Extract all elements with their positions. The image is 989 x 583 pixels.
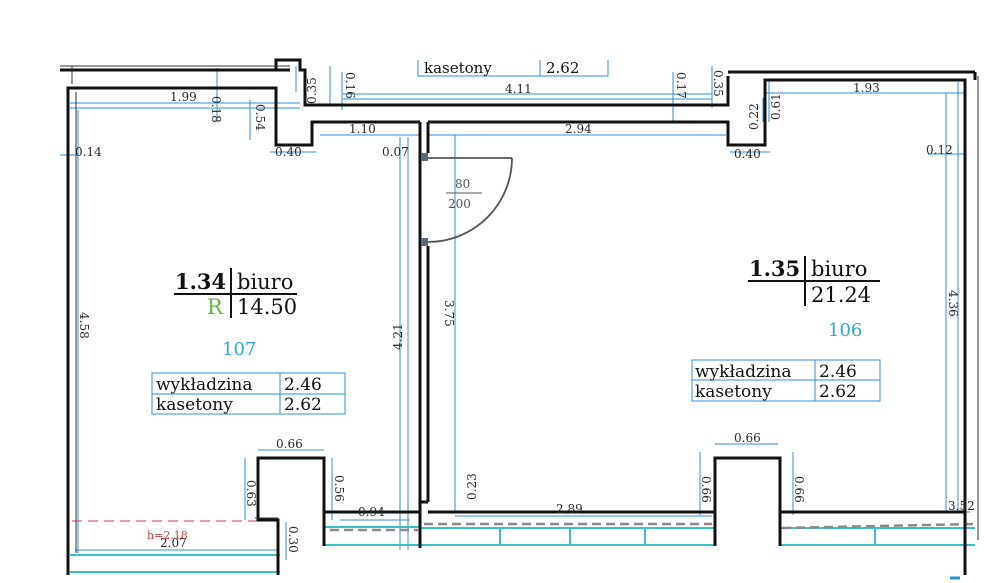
room-area: 14.50 [237, 295, 297, 319]
dim-0-35-a: 0.35 [305, 77, 319, 104]
room-area: 21.24 [811, 283, 871, 307]
dim-0-40-b: 0.40 [734, 147, 761, 161]
door [421, 153, 513, 246]
finish-height: 2.46 [819, 362, 857, 382]
dim-0-54: 0.54 [253, 104, 267, 131]
top-fragment-height: 2.62 [546, 59, 579, 77]
room-number: 1.34 [175, 269, 226, 294]
dim-4-11: 4.11 [505, 82, 532, 96]
sill-lines [330, 522, 976, 532]
finish-height: 2.62 [284, 395, 322, 415]
dim-3-75: 3.75 [442, 300, 456, 327]
finish-height: 2.46 [284, 375, 322, 395]
dim-4-21: 4.21 [391, 323, 405, 350]
dim-0-66-b: 0.66 [734, 431, 761, 445]
top-fragment-material: kasetony [424, 59, 492, 77]
dim-0-22: 0.22 [747, 103, 761, 130]
door-height: 200 [448, 197, 471, 211]
finish-material: wykładzina [156, 375, 252, 395]
dim-0-18: 0.18 [209, 96, 223, 123]
room-name: biuro [811, 257, 867, 281]
room-code: 106 [828, 320, 862, 341]
dim-2-89: 2.89 [556, 502, 583, 516]
finish-height: 2.62 [819, 382, 857, 402]
dim-0-35-b: 0.35 [711, 70, 725, 97]
dim-1-93: 1.93 [853, 81, 880, 95]
finish-material: kasetony [156, 395, 233, 415]
dim-0-12: 0.12 [926, 143, 953, 157]
walls [60, 58, 977, 575]
dim-0-07: 0.07 [382, 145, 409, 159]
dim-0-30: 0.30 [286, 526, 300, 553]
room-marker-r: R [207, 295, 224, 319]
dim-0-66-a: 0.66 [276, 437, 303, 451]
room-label-1-35: 1.35 biuro 21.24 106 wykładzina 2.46 kas… [695, 256, 880, 402]
room-name: biuro [237, 270, 293, 294]
windows [70, 526, 975, 580]
dim-1-10: 1.10 [349, 122, 376, 136]
dim-2-94: 2.94 [565, 122, 592, 136]
finish-material: kasetony [695, 382, 772, 402]
dimension-labels: 1.99 0.18 0.54 0.35 0.16 4.11 0.17 0.35 … [75, 70, 975, 553]
dim-4-36: 4.36 [946, 290, 960, 317]
dim-0-61: 0.61 [769, 93, 783, 120]
door-width: 80 [455, 177, 470, 191]
dim-0-40-a: 0.40 [275, 145, 302, 159]
inner-wall-lines [60, 65, 979, 553]
dim-1-99: 1.99 [170, 90, 197, 104]
finish-material: wykładzina [695, 362, 791, 382]
room-label-1-34: 1.34 biuro R 14.50 107 wykładzina 2.46 k… [156, 268, 322, 415]
dim-0-23: 0.23 [465, 473, 479, 500]
dim-0-94: 0.94 [358, 505, 385, 519]
room-number: 1.35 [749, 256, 800, 281]
dim-3-52: 3.52 [948, 499, 975, 513]
room-code: 107 [222, 339, 256, 360]
dim-0-16: 0.16 [343, 72, 357, 99]
ceiling-height-note: h=2.18 [147, 529, 188, 542]
dim-0-56: 0.56 [332, 475, 346, 502]
dim-0-14: 0.14 [75, 145, 102, 159]
dim-0-63: 0.63 [244, 480, 258, 507]
dim-0-66-d: 0.66 [792, 476, 806, 503]
dim-4-58: 4.58 [77, 312, 91, 339]
dim-0-66-c: 0.66 [699, 476, 713, 503]
dimension-lines [60, 60, 970, 560]
dim-0-17: 0.17 [674, 72, 688, 99]
dim-2-07: 2.07 [160, 536, 187, 550]
